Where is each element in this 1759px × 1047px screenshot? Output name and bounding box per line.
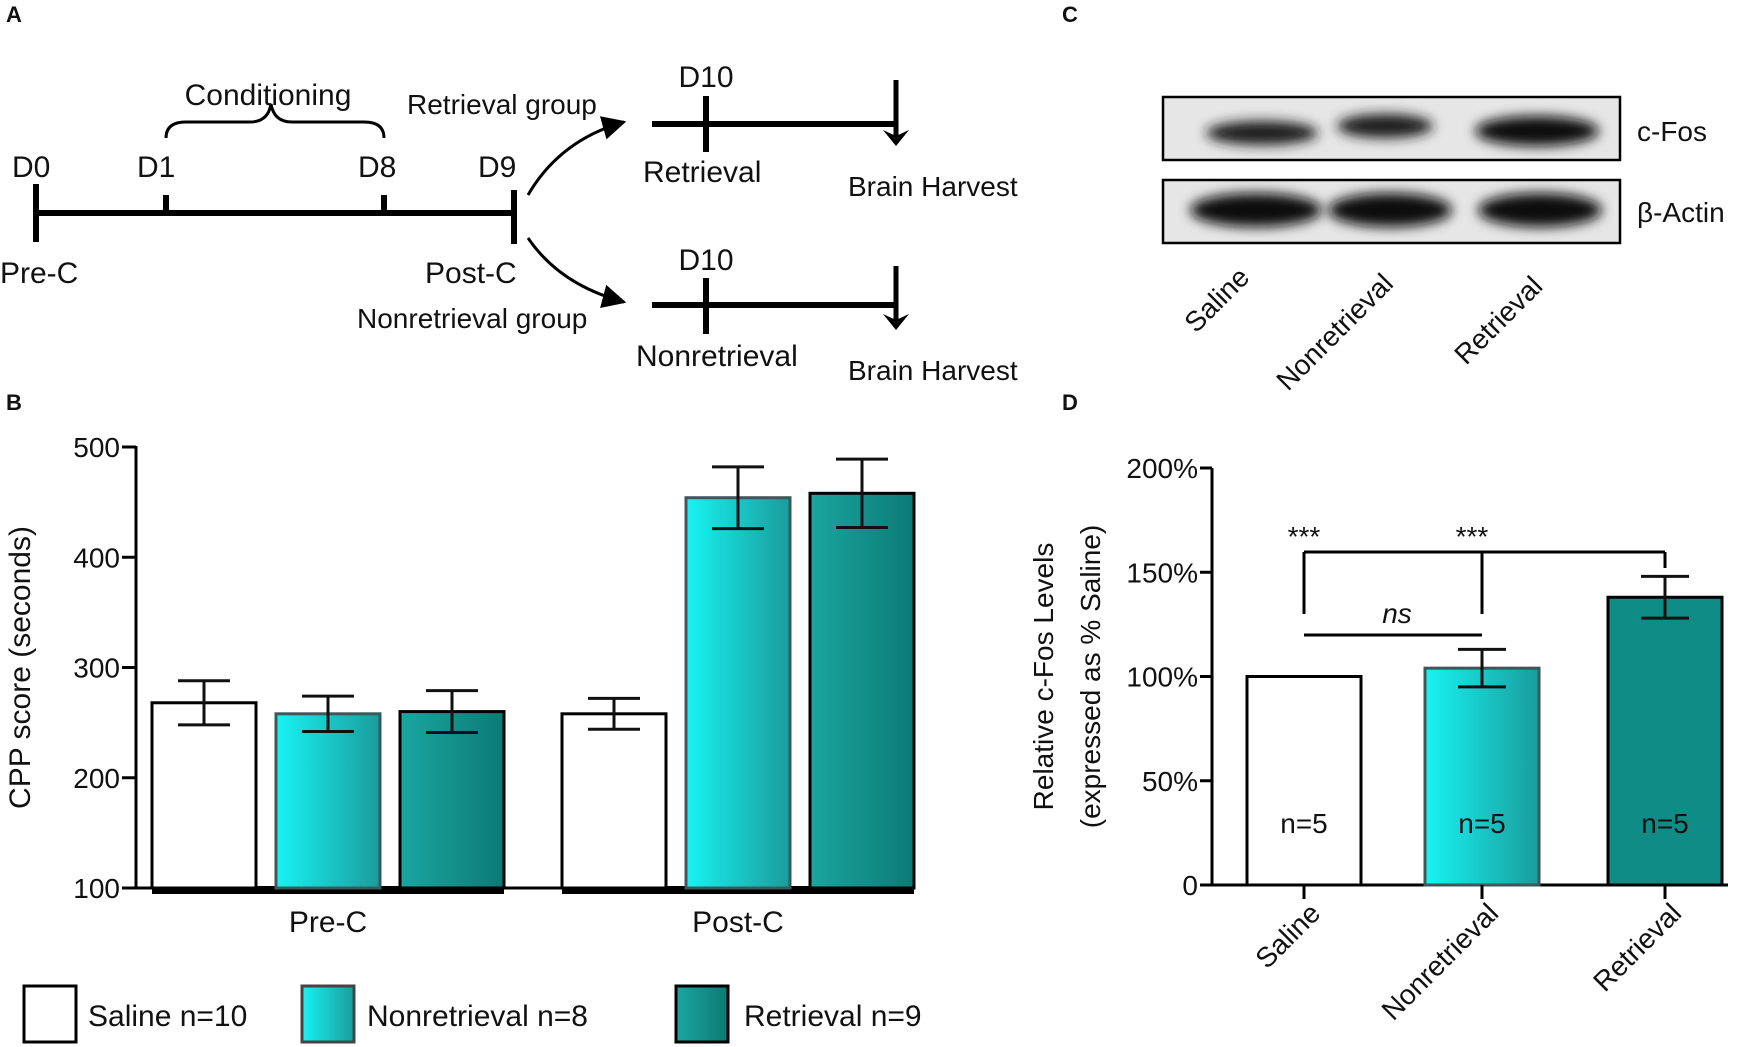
cfos-y-tick-label: 50% xyxy=(1142,766,1198,797)
cpp-bar-retrieval xyxy=(398,710,506,890)
day-label-d1: D1 xyxy=(137,151,175,184)
cfos-band-retrieval xyxy=(1475,116,1599,146)
brain-harvest-top-label: Brain Harvest xyxy=(848,171,1018,202)
legend-swatch-retrieval xyxy=(674,984,730,1044)
panel-letter-d: D xyxy=(1062,390,1078,415)
cfos-y-axis-label: Relative c-Fos Levels xyxy=(1028,543,1059,811)
cfos-x-category-label: Saline xyxy=(1249,897,1326,974)
cfos-band-nonretrieval xyxy=(1337,114,1433,138)
blot-lane-nonretrieval: Nonretrieval xyxy=(1270,268,1399,397)
cfos-y-tick-label: 200% xyxy=(1126,453,1198,484)
actin-band-nonretrieval xyxy=(1328,193,1452,227)
nonretrieval-d10-label: D10 xyxy=(678,244,733,277)
cfos-y-tick-label: 100% xyxy=(1126,662,1198,693)
blot-label-cfos: c-Fos xyxy=(1637,116,1707,147)
retrieval-d10-label: D10 xyxy=(678,61,733,94)
pre-c-label: Pre-C xyxy=(0,257,78,290)
legend-label-retrieval: Retrieval n=9 xyxy=(744,1000,922,1033)
nonretrieval-branch-arrow xyxy=(526,237,627,309)
cpp-bar-retrieval xyxy=(808,491,916,890)
timeline-diagram: Conditioning D0 D1 D8 D9 Pre-C Post-C Re… xyxy=(0,61,1018,386)
actin-band-saline xyxy=(1190,193,1322,227)
cfos-n-label: n=5 xyxy=(1280,808,1328,839)
sig-label-saline-retrieval: *** xyxy=(1288,521,1321,552)
cfos-n-label: n=5 xyxy=(1641,808,1689,839)
cfos-bar-saline xyxy=(1245,675,1363,887)
cpp-y-tick-label: 500 xyxy=(73,432,120,463)
brain-harvest-bottom-label: Brain Harvest xyxy=(848,355,1018,386)
post-c-label: Post-C xyxy=(425,257,517,290)
day-label-d0: D0 xyxy=(12,151,50,184)
cpp-y-tick-label: 300 xyxy=(73,653,120,684)
retrieval-harvest-arrowhead xyxy=(883,130,909,146)
cpp-y-tick-label: 200 xyxy=(73,763,120,794)
cpp-bar-nonretrieval xyxy=(274,712,382,890)
cfos-y-tick-label: 0 xyxy=(1182,870,1198,901)
cpp-x-category-label: Pre-C xyxy=(289,906,367,939)
cpp-bar-saline xyxy=(150,701,258,890)
cfos-level-chart: 0 50% 100% 150% 200% Relative c-Fos Levels (ex… xyxy=(1028,453,1728,1026)
cpp-y-tick-label: 400 xyxy=(73,542,120,573)
chart-legend: Saline n=10 Nonretrieval n=8 Retrieval n… xyxy=(22,984,922,1044)
panel-letter-c: C xyxy=(1062,2,1078,27)
cfos-bar-nonretrieval xyxy=(1423,666,1541,887)
retrieval-group-label: Retrieval group xyxy=(407,89,597,120)
cpp-y-axis-label: CPP score (seconds) xyxy=(4,526,37,809)
cfos-band-saline xyxy=(1206,121,1318,145)
legend-swatch-nonretrieval xyxy=(300,984,356,1044)
cfos-y-tick-label: 150% xyxy=(1126,557,1198,588)
legend-swatch-saline xyxy=(22,984,78,1044)
cpp-x-category-label: Post-C xyxy=(692,906,784,939)
cfos-x-category-label: Nonretrieval xyxy=(1376,897,1505,1026)
nonretrieval-harvest-arrowhead xyxy=(883,314,909,330)
legend-label-nonretrieval: Nonretrieval n=8 xyxy=(367,1000,588,1033)
sig-label-nonretrieval-retrieval: *** xyxy=(1456,521,1489,552)
western-blot: c-Fos β-Actin Saline Nonretrieval Retrie… xyxy=(1161,95,1725,397)
nonretrieval-group-label: Nonretrieval group xyxy=(357,303,587,334)
actin-band-retrieval xyxy=(1478,193,1602,227)
blot-lane-retrieval: Retrieval xyxy=(1448,270,1548,370)
blot-lane-saline: Saline xyxy=(1178,261,1255,338)
conditioning-brace xyxy=(164,103,386,139)
blot-label-actin: β-Actin xyxy=(1637,197,1725,228)
legend-label-saline: Saline n=10 xyxy=(88,1000,247,1033)
cpp-bar-nonretrieval xyxy=(684,496,792,890)
retrieval-branch-arrow xyxy=(526,116,627,196)
cfos-bar-retrieval xyxy=(1606,595,1724,887)
cpp-y-tick-label: 100 xyxy=(73,873,120,904)
conditioning-label: Conditioning xyxy=(185,79,352,112)
day-label-d9: D9 xyxy=(478,151,516,184)
panel-letter-a: A xyxy=(6,2,22,27)
panel-letter-b: B xyxy=(6,390,22,415)
sig-label-ns: ns xyxy=(1382,598,1412,629)
cfos-n-label: n=5 xyxy=(1458,808,1506,839)
day-label-d8: D8 xyxy=(358,151,396,184)
cpp-bar-saline xyxy=(560,712,668,890)
retrieval-label: Retrieval xyxy=(643,156,761,189)
nonretrieval-label: Nonretrieval xyxy=(636,340,798,373)
cfos-y-axis-label-2: (expressed as % Saline) xyxy=(1075,525,1106,828)
cfos-x-category-label: Retrieval xyxy=(1587,897,1687,997)
